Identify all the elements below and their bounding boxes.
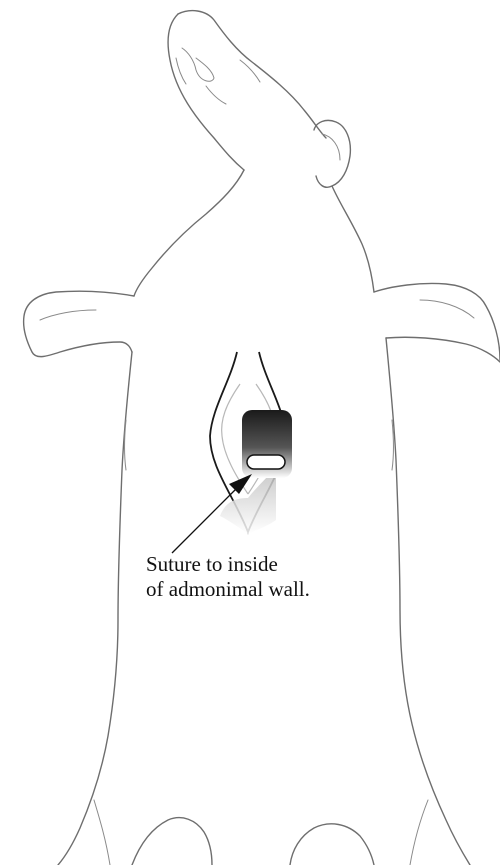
right-forelimb (374, 283, 500, 362)
annotation-line-1: Suture to inside (146, 552, 310, 577)
rat-neck (134, 170, 374, 296)
annotation-line-2: of admonimal wall. (146, 577, 310, 602)
implant-window (247, 455, 285, 469)
hind-limbs (94, 800, 428, 865)
rat-head (168, 11, 326, 170)
annotation-text: Suture to inside of admonimal wall. (146, 552, 310, 602)
left-forelimb (24, 291, 134, 356)
